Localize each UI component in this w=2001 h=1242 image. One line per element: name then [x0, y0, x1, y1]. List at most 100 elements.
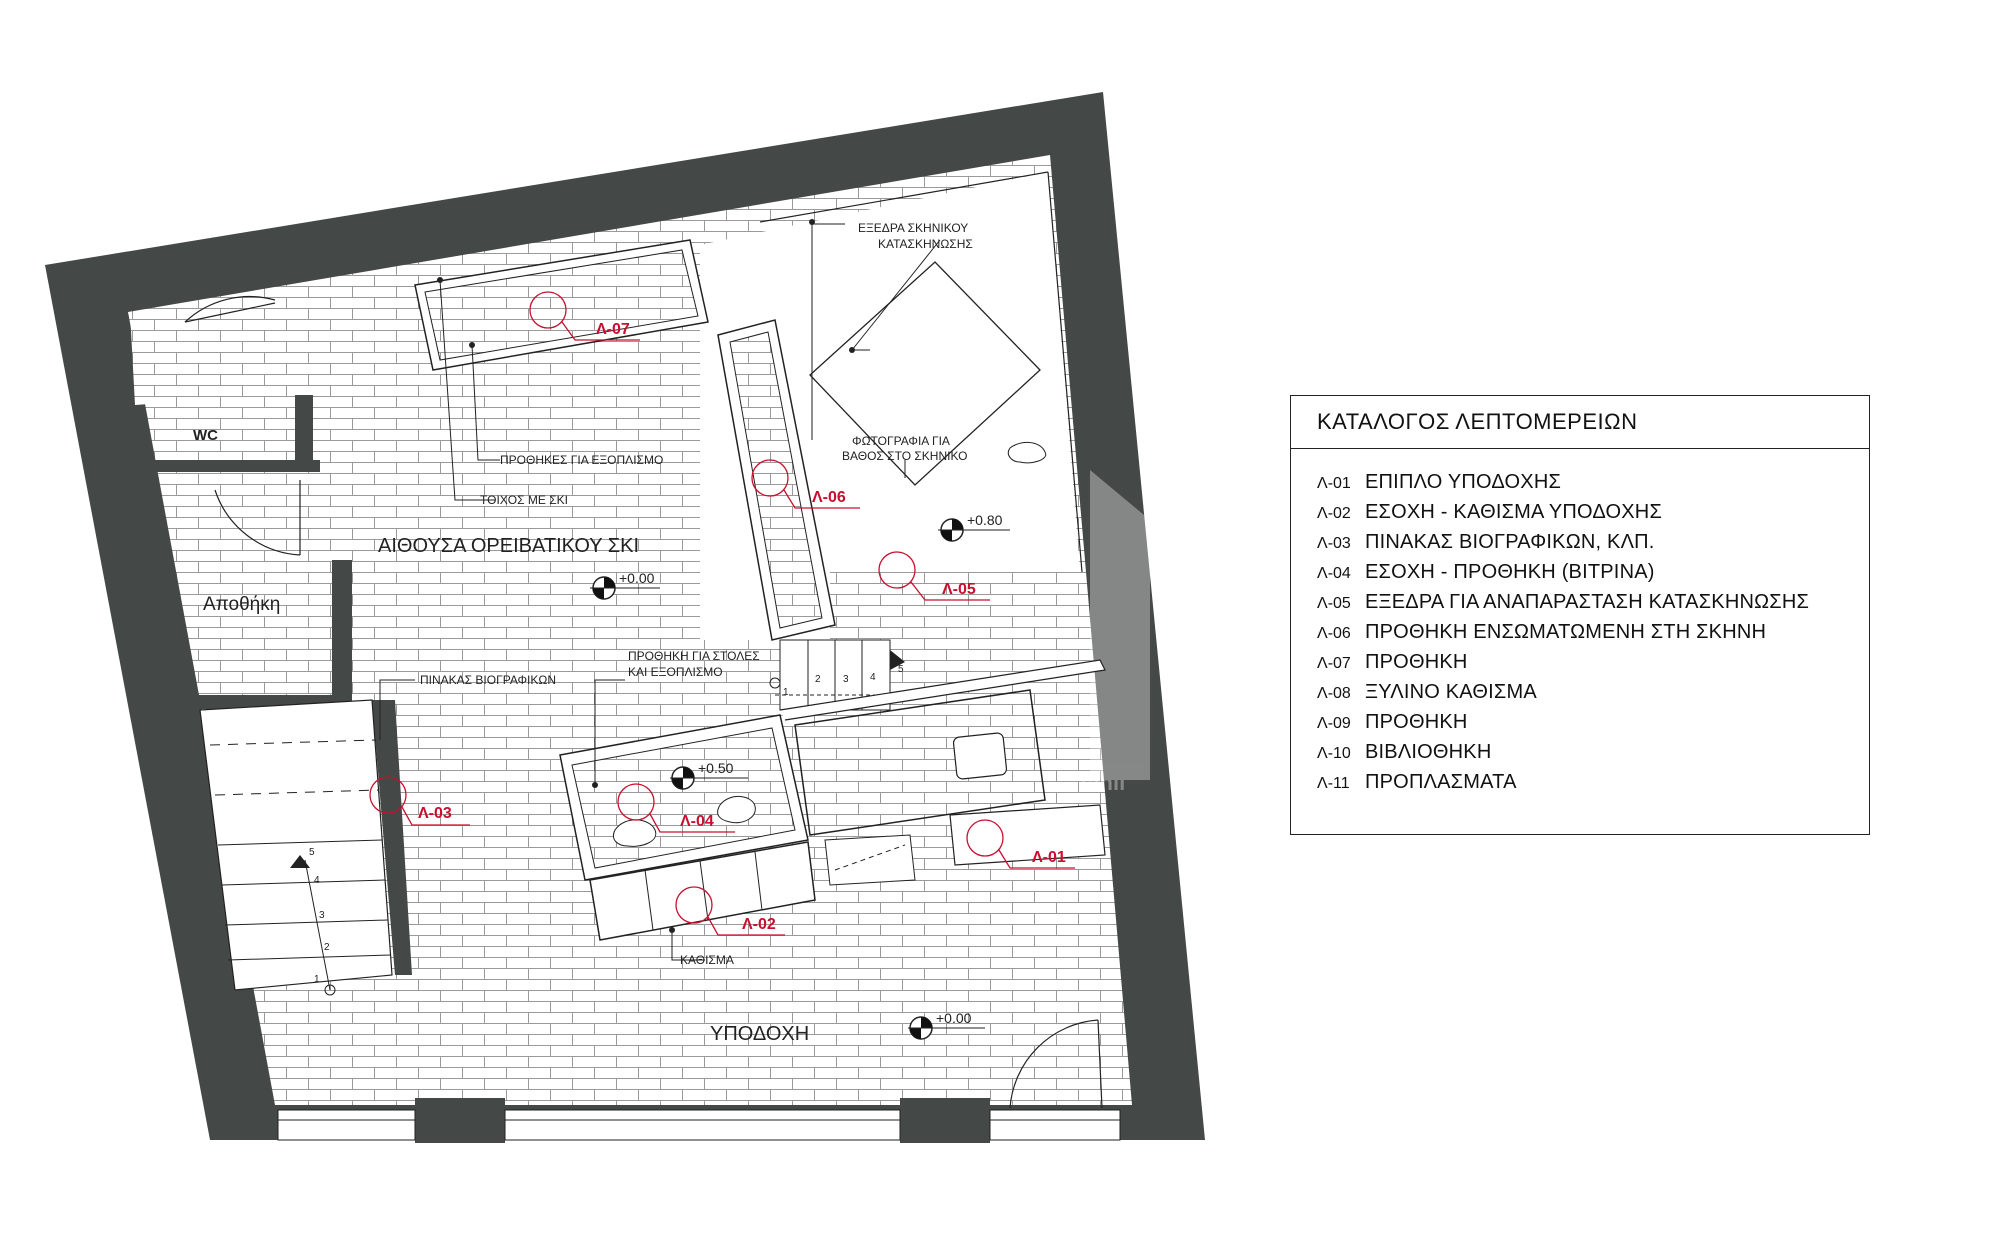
legend-code: Λ-07 [1317, 655, 1351, 672]
legend-code: Λ-03 [1317, 535, 1351, 552]
wc-wall-right [295, 395, 313, 470]
showcase-l07 [414, 239, 709, 371]
entrance-door [1009, 1019, 1099, 1109]
list-item: Λ-05 ΕΞΕΔΡΑ ΓΙΑ ΑΝΑΠΑΡΑΣΤΑΣΗ ΚΑΤΑΣΚΗΝΩΣΗΣ [1317, 591, 1869, 621]
note-uniform-case-1: ΠΡΟΘΗΚΗ ΓΙΑ ΣΤΟΛΕΣ [628, 649, 760, 663]
leader-equipment-cases [439, 279, 495, 501]
legend-desc: ΠΡΟΘΗΚΗ [1365, 711, 1468, 733]
legend-code: Λ-06 [1317, 625, 1351, 642]
stair-left-2: 2 [324, 942, 330, 953]
stair-wall [372, 700, 412, 975]
note-ski-wall: ΤΟΙΧΟΣ ΜΕ ΣΚΙ [480, 493, 568, 507]
stair-left-1: 1 [314, 974, 320, 985]
tag-l03: Λ-03 [418, 805, 452, 822]
wc-room [130, 292, 280, 405]
legend-desc: ΠΡΟΘΗΚΗ ΕΝΣΩΜΑΤΩΜΕΝΗ ΣΤΗ ΣΚΗΝΗ [1365, 621, 1767, 643]
legend-list: Λ-01 ΕΠΙΠΛΟ ΥΠΟΔΟΧΗΣ Λ-02 ΕΣΟΧΗ - ΚΑΘΙΣΜΑ … [1291, 449, 1869, 801]
level-stage: +0.80 [967, 512, 1003, 528]
note-uniform-case-2: ΚΑΙ ΕΞΟΠΛΙΣΜΟ [628, 665, 723, 679]
level-marker-hall [590, 576, 660, 600]
front-column-1 [415, 1098, 505, 1143]
list-item: Λ-08 ΞΥΛΙΝΟ ΚΑΘΙΣΜΑ [1317, 681, 1869, 711]
legend-title: ΚΑΤΑΛΟΓΟΣ ΛΕΠΤΟΜΕΡΕΙΩΝ [1291, 396, 1869, 449]
note-stage-platform-2: ΚΑΤΑΣΚΗΝΩΣΗΣ [878, 237, 973, 251]
legend-code: Λ-11 [1317, 775, 1350, 792]
legend-code: Λ-04 [1317, 565, 1351, 582]
leader-equipment-cases-2 [471, 344, 500, 461]
room-reception: ΥΠΟΔΟΧΗ [710, 1023, 809, 1045]
legend-desc: ΞΥΛΙΝΟ ΚΑΘΙΣΜΑ [1365, 681, 1537, 703]
showcase-l06 [717, 319, 836, 641]
legend-desc: ΕΠΙΠΛΟ ΥΠΟΔΟΧΗΣ [1365, 471, 1562, 493]
tag-l06: Λ-06 [812, 489, 846, 506]
wc-door [184, 295, 276, 323]
stair-stage-2: 2 [815, 674, 821, 685]
list-item: Λ-01 ΕΠΙΠΛΟ ΥΠΟΔΟΧΗΣ [1317, 471, 1869, 501]
legend-code: Λ-09 [1317, 715, 1351, 732]
stair-stage-5: 5 [898, 664, 904, 675]
tag-circle-l05 [878, 551, 916, 589]
note-stage-photo-2: ΒΑΘΟΣ ΣΤΟ ΣΚΗΝΙΚΟ [842, 449, 967, 463]
storage-door [214, 489, 301, 556]
leader-seat [671, 930, 705, 961]
display-niche-l04 [559, 714, 809, 881]
list-item: Λ-03 ΠΙΝΑΚΑΣ ΒΙΟΓΡΑΦΙΚΩΝ, ΚΛΠ. [1317, 531, 1869, 561]
watermark: tanil [1080, 470, 1150, 795]
level-marker-reception [908, 1016, 985, 1040]
legend-code: Λ-02 [1317, 505, 1351, 522]
legend-desc: ΠΡΟΘΗΚΗ [1365, 651, 1468, 673]
list-item: Λ-06 ΠΡΟΘΗΚΗ ΕΝΣΩΜΑΤΩΜΕΝΗ ΣΤΗ ΣΚΗΝΗ [1317, 621, 1869, 651]
list-item: Λ-02 ΕΣΟΧΗ - ΚΑΘΙΣΜΑ ΥΠΟΔΟΧΗΣ [1317, 501, 1869, 531]
stair-left-5: 5 [309, 847, 315, 858]
note-stage-photo-1: ΦΩΤΟΓΡΑΦΙΑ ΓΙΑ [852, 434, 950, 448]
tag-circle-l07 [529, 291, 567, 329]
tag-circle-l06 [751, 459, 789, 497]
list-item: Λ-07 ΠΡΟΘΗΚΗ [1317, 651, 1869, 681]
legend-desc: ΕΣΟΧΗ - ΠΡΟΘΗΚΗ (ΒΙΤΡΙΝΑ) [1365, 561, 1655, 583]
stair-stage-3: 3 [843, 674, 849, 685]
note-equipment-cases: ΠΡΟΘΗΚΕΣ ΓΙΑ ΕΞΟΠΛΙΣΜΟ [500, 453, 663, 467]
note-seat: ΚΑΘΙΣΜΑ [680, 953, 734, 967]
list-item: Λ-11 ΠΡΟΠΛΑΣΜΑΤΑ [1317, 771, 1869, 801]
note-cv-board: ΠΙΝΑΚΑΣ ΒΙΟΓΡΑΦΙΚΩΝ [420, 673, 556, 687]
front-window-1 [277, 1109, 416, 1141]
stair-left-3: 3 [319, 910, 325, 921]
stage-edge [779, 659, 1106, 721]
level-marker-stage [938, 518, 1010, 542]
tag-l02: Λ-02 [742, 916, 776, 933]
stair-stage-4: 4 [870, 672, 876, 683]
front-window-2 [504, 1109, 901, 1141]
legend-code: Λ-08 [1317, 685, 1351, 702]
watermark-text: tanil [1080, 770, 1125, 795]
tag-l04: Λ-04 [680, 813, 714, 830]
front-column-2 [900, 1098, 990, 1143]
room-ski-hall: ΑΙΘΟΥΣΑ ΟΡΕΙΒΑΤΙΚΟΥ ΣΚΙ [378, 535, 639, 557]
left-staircase [199, 699, 393, 996]
level-display: +0.50 [698, 760, 734, 776]
tag-circle-l01 [966, 819, 1004, 857]
room-storage: Αποθήκη [203, 594, 280, 615]
legend-desc: ΠΙΝΑΚΑΣ ΒΙΟΓΡΑΦΙΚΩΝ, ΚΛΠ. [1365, 531, 1655, 553]
tag-circle-l03 [369, 776, 407, 814]
wc-wall-divider [130, 460, 320, 472]
tag-l05: Λ-05 [942, 581, 976, 598]
legend-desc: ΕΣΟΧΗ - ΚΑΘΙΣΜΑ ΥΠΟΔΟΧΗΣ [1365, 501, 1663, 523]
tag-circle-l04 [617, 783, 655, 821]
storage-wall-right [332, 560, 352, 705]
leader-cv-board [379, 679, 415, 740]
list-item: Λ-09 ΠΡΟΘΗΚΗ [1317, 711, 1869, 741]
legend-desc: ΕΞΕΔΡΑ ΓΙΑ ΑΝΑΠΑΡΑΣΤΑΣΗ ΚΑΤΑΣΚΗΝΩΣΗΣ [1365, 591, 1810, 613]
legend-desc: ΠΡΟΠΛΑΣΜΑΤΑ [1365, 771, 1517, 793]
tag-l07: Λ-07 [596, 321, 630, 338]
legend-code: Λ-05 [1317, 595, 1351, 612]
room-wc: WC [193, 427, 218, 444]
stair-stage-1: 1 [783, 687, 789, 698]
tag-l01: Λ-01 [1032, 849, 1066, 866]
legend-panel: ΚΑΤΑΛΟΓΟΣ ΛΕΠΤΟΜΕΡΕΙΩΝ Λ-01 ΕΠΙΠΛΟ ΥΠΟΔΟΧ… [1290, 395, 1870, 835]
legend-code: Λ-01 [1317, 475, 1351, 492]
level-hall: +0.00 [619, 570, 655, 586]
level-marker-display [670, 766, 748, 790]
tag-circle-l02 [675, 886, 713, 924]
stage-platform [809, 261, 1041, 486]
